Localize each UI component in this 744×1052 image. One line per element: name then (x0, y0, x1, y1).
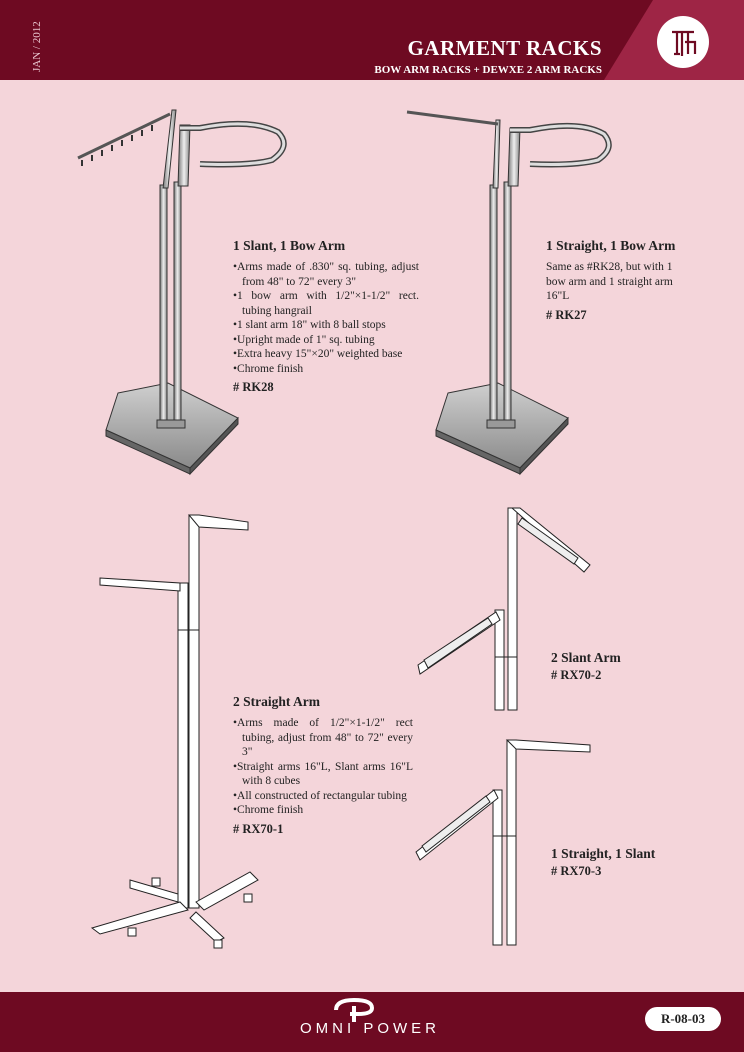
product-rx70-2: 2 Slant Arm # RX70-2 (551, 650, 691, 683)
page-subtitle: BOW ARM RACKS + DEWXE 2 ARM RACKS (374, 64, 602, 76)
product-sku: # RX70-1 (233, 821, 284, 836)
omni-power-logo-icon (334, 998, 375, 1022)
product-sku: # RX70-3 (551, 864, 602, 878)
feature-list: Arms made of .830" sq. tubing, adjust fr… (233, 260, 419, 376)
product-rx70-3: 1 Straight, 1 Slant # RX70-3 (551, 846, 711, 879)
product-title: 2 Slant Arm (551, 650, 621, 665)
product-description: Same as #RK28, but with 1 bow arm and 1 … (546, 261, 673, 302)
product-sku: # RK28 (233, 380, 274, 394)
product-title: 1 Straight, 1 Bow Arm (546, 238, 676, 253)
product-rk28: 1 Slant, 1 Bow Arm Arms made of .830" sq… (233, 238, 419, 395)
product-sku: # RK27 (546, 307, 587, 322)
rx70-2-illustration (417, 507, 591, 711)
product-illustrations (77, 109, 612, 949)
page-code: R-08-03 (645, 1007, 721, 1031)
feature-item: Upright made of 1" sq. tubing (233, 333, 419, 348)
feature-list: Arms made of 1/2"×1-1/2" rect tubing, ad… (233, 716, 413, 818)
product-rk27: 1 Straight, 1 Bow Arm Same as #RK28, but… (546, 238, 692, 323)
rk27-illustration (406, 110, 612, 476)
rx70-3-illustration (415, 739, 591, 946)
rx70-1-illustration (90, 514, 259, 949)
product-rx70-1: 2 Straight Arm Arms made of 1/2"×1-1/2" … (233, 694, 413, 837)
rack-logo-icon (657, 16, 709, 68)
rk28-illustration (77, 109, 287, 476)
feature-item: All constructed of rectangular tubing (233, 789, 413, 804)
product-sku: # RX70-2 (551, 668, 602, 682)
feature-item: 1 bow arm with 1/2"×1-1/2" rect. tubing … (233, 289, 419, 318)
page-title: GARMENT RACKS (407, 36, 602, 60)
feature-item: Chrome finish (233, 362, 419, 377)
feature-item: Chrome finish (233, 803, 413, 818)
product-title: 2 Straight Arm (233, 694, 320, 709)
footer-bar (0, 992, 744, 1052)
feature-item: Arms made of 1/2"×1-1/2" rect tubing, ad… (233, 716, 413, 760)
feature-item: Straight arms 16"L, Slant arms 16"L with… (233, 760, 413, 789)
product-title: 1 Slant, 1 Bow Arm (233, 238, 346, 253)
feature-item: Arms made of .830" sq. tubing, adjust fr… (233, 260, 419, 289)
feature-item: 1 slant arm 18" with 8 ball stops (233, 318, 419, 333)
feature-item: Extra heavy 15"×20" weighted base (233, 347, 419, 362)
product-title: 1 Straight, 1 Slant (551, 846, 656, 861)
brand-name: OMNI POWER (300, 1020, 440, 1037)
